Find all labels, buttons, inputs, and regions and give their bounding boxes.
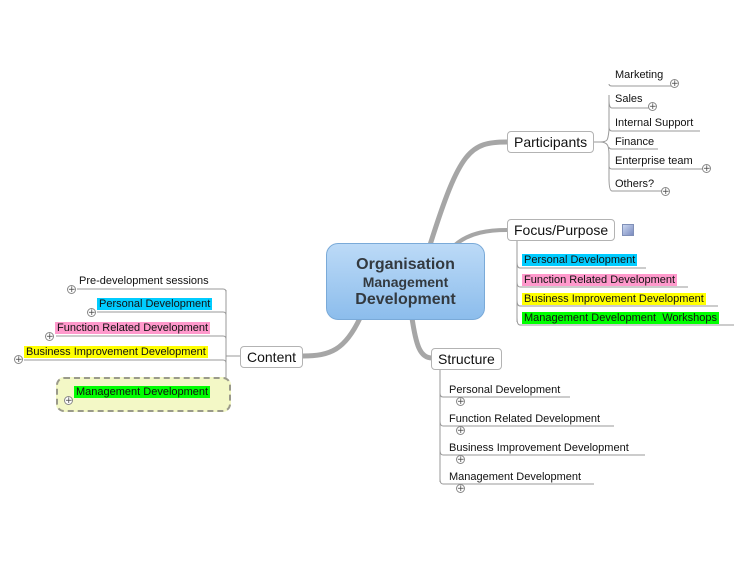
expand-content-management-icon[interactable]: + [64,396,73,406]
subtopic-finance[interactable]: Finance [615,136,655,148]
expand-sales-icon[interactable]: + [648,102,657,112]
central-topic-line1: Organisation [356,256,455,273]
note-icon[interactable] [622,224,634,236]
subtopic-focus-function-related-development[interactable]: Function Related Development [522,274,678,287]
subtopic-enterprise-team[interactable]: Enterprise team [615,155,693,167]
expand-content-personal-icon[interactable]: + [87,308,96,318]
subtopic-focus-personal-development[interactable]: Personal Development [522,254,638,267]
content-management-development-label: Management Development [74,386,211,398]
subtopic-internal-support[interactable]: Internal Support [615,117,694,129]
expand-structure-personal-icon[interactable]: + [456,397,465,407]
subtopic-structure-management-development[interactable]: Management Development [449,471,582,483]
focus-management-workshops-label: Management Development Workshops [522,312,720,324]
content-business-improvement-label: Business Improvement Development [24,346,208,358]
topic-content[interactable]: Content [240,346,304,368]
subtopic-content-function-related-development[interactable]: Function Related Development [55,322,211,335]
central-topic-line3: Development [355,291,456,308]
topic-structure[interactable]: Structure [431,348,502,370]
subtopic-structure-business-improvement-development[interactable]: Business Improvement Development [449,442,629,454]
subtopic-content-management-development[interactable]: Management Development [74,386,211,399]
expand-content-business-icon[interactable]: + [14,355,23,365]
subtopic-marketing[interactable]: Marketing [615,69,664,81]
subtopic-pre-development-sessions[interactable]: Pre-development sessions [79,275,209,287]
content-function-related-label: Function Related Development [55,322,211,334]
expand-structure-management-icon[interactable]: + [456,484,465,494]
expand-structure-function-icon[interactable]: + [456,426,465,436]
content-personal-development-label: Personal Development [97,298,213,310]
topic-participants[interactable]: Participants [507,131,595,153]
focus-business-improvement-label: Business Improvement Development [522,293,706,305]
subtopic-structure-personal-development[interactable]: Personal Development [449,384,561,396]
focus-function-related-label: Function Related Development [522,274,678,286]
expand-pre-development-icon[interactable]: + [67,285,76,295]
expand-enterprise-team-icon[interactable]: + [702,164,711,174]
central-topic-line2: Management [362,274,449,290]
focus-personal-development-label: Personal Development [522,254,638,266]
expand-content-function-icon[interactable]: + [45,332,54,342]
subtopic-content-personal-development[interactable]: Personal Development [97,298,213,311]
expand-marketing-icon[interactable]: + [670,79,679,89]
subtopic-structure-function-related-development[interactable]: Function Related Development [449,413,601,425]
expand-others-icon[interactable]: + [661,187,670,197]
subtopic-content-business-improvement-development[interactable]: Business Improvement Development [24,346,208,359]
subtopic-focus-business-improvement-development[interactable]: Business Improvement Development [522,293,706,306]
central-topic[interactable]: Organisation Management Development [326,243,485,320]
subtopic-others[interactable]: Others? [615,178,655,190]
topic-focus-purpose[interactable]: Focus/Purpose [507,219,616,241]
subtopic-focus-management-development-workshops[interactable]: Management Development Workshops [522,312,720,325]
subtopic-sales[interactable]: Sales [615,93,643,105]
expand-structure-business-icon[interactable]: + [456,455,465,465]
